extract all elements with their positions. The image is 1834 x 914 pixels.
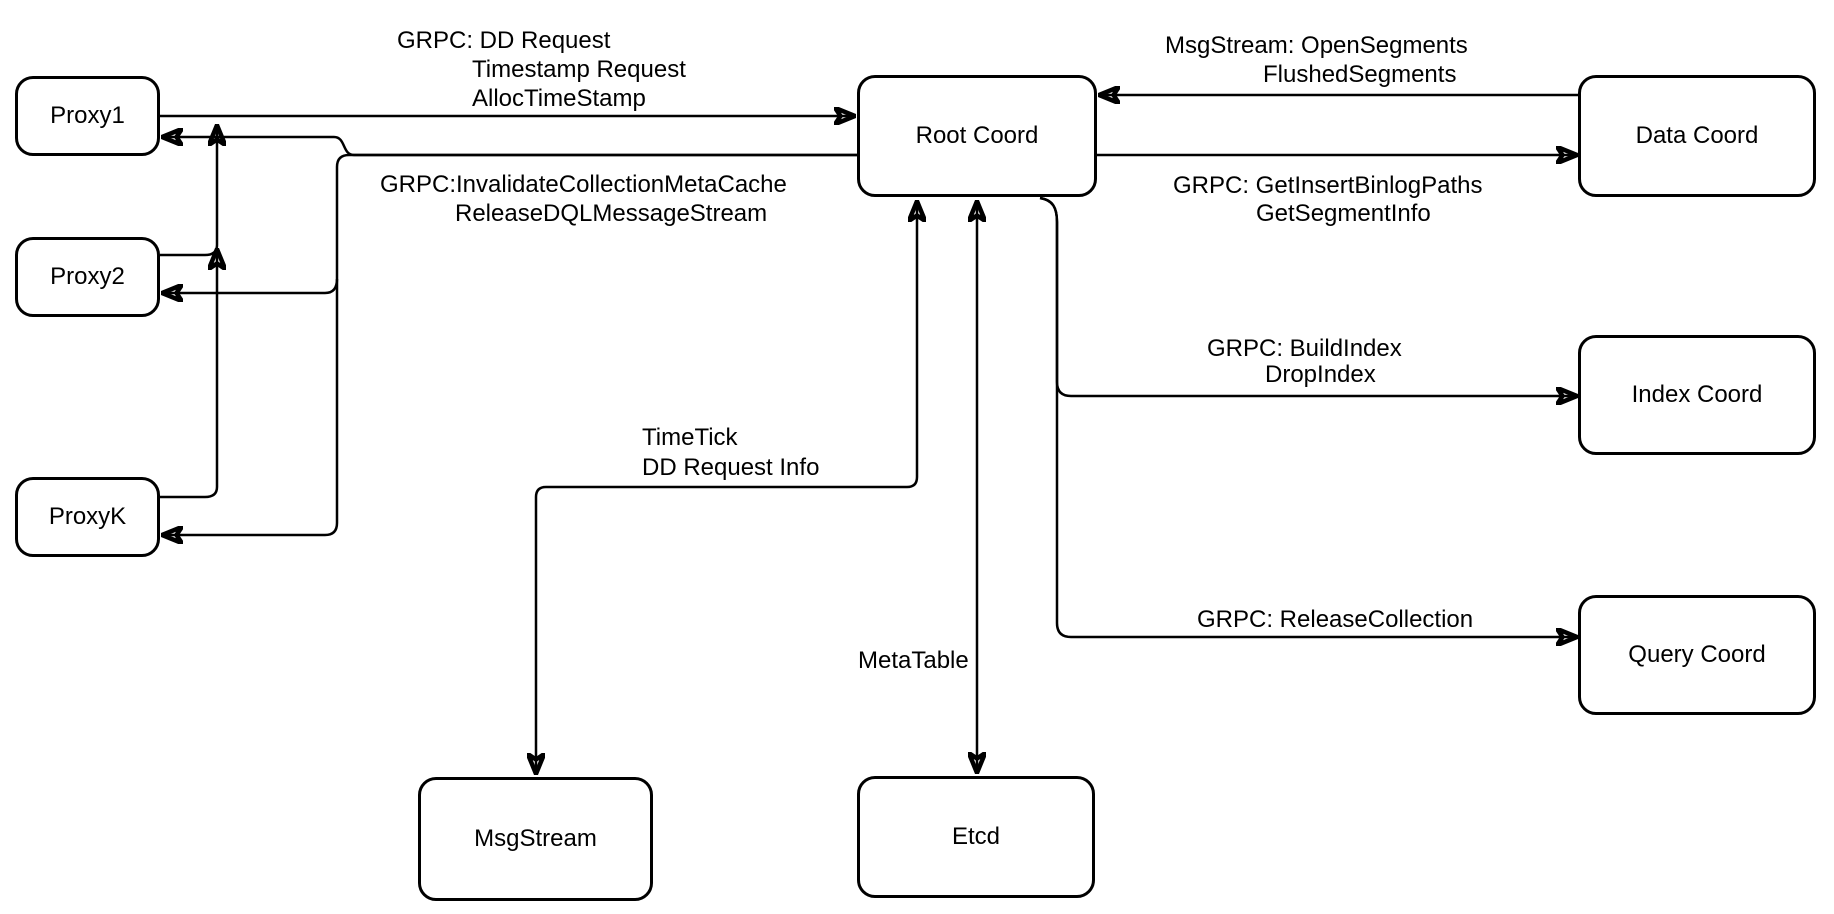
node-msgstream-label: MsgStream [474, 825, 597, 852]
edge-root-msgstream [536, 202, 917, 773]
edge-label-root-to-msgstream: TimeTick DD Request Info [642, 423, 819, 483]
edge-label-line: DD Request Info [642, 454, 820, 481]
edge-root-to-proxyk [163, 153, 857, 535]
edge-root-to-proxy1 [163, 137, 857, 157]
node-data-coord: Data Coord [1578, 75, 1816, 197]
node-proxyk: ProxyK [15, 477, 160, 557]
edge-label-root-to-query: GRPC: ReleaseCollection [1197, 605, 1473, 634]
edge-label-data-to-root: MsgStream: OpenSegments FlushedSegments [1165, 31, 1468, 89]
node-query-coord: Query Coord [1578, 595, 1816, 715]
node-proxy1-label: Proxy1 [50, 102, 125, 129]
edge-label-root-to-data: GRPC: GetInsertBinlogPaths GetSegmentInf… [1173, 172, 1482, 228]
edge-label-line: MsgStream: OpenSegments [1165, 32, 1468, 59]
edge-proxyk-merge-up [160, 250, 217, 499]
edge-proxy2-merge-up [160, 126, 217, 257]
edge-label-root-to-etcd: MetaTable [858, 646, 969, 675]
node-proxy2-label: Proxy2 [50, 263, 125, 290]
edge-label-root-to-index: GRPC: BuildIndex DropIndex [1207, 336, 1402, 388]
edge-root-to-query [1039, 196, 1576, 637]
edge-label-line: FlushedSegments [1263, 61, 1457, 88]
node-proxyk-label: ProxyK [48, 503, 127, 530]
node-msgstream: MsgStream [418, 777, 653, 901]
node-root-coord-label: Root Coord [915, 122, 1039, 149]
node-query-coord-label: Query Coord [1628, 641, 1766, 668]
node-root-coord: Root Coord [857, 75, 1097, 197]
edge-label-line: DropIndex [1265, 361, 1376, 388]
node-index-coord: Index Coord [1578, 335, 1816, 455]
node-proxy2: Proxy2 [15, 237, 160, 317]
edge-label-line: GRPC: ReleaseCollection [1197, 606, 1474, 633]
edge-label-line: ReleaseDQLMessageStream [455, 200, 768, 227]
node-data-coord-label: Data Coord [1635, 122, 1759, 149]
edge-label-line: GRPC: BuildIndex [1207, 335, 1402, 362]
node-index-coord-label: Index Coord [1631, 381, 1763, 408]
edge-label-line: Timestamp Request [472, 56, 686, 83]
edge-label-root-to-proxies: GRPC:InvalidateCollectionMetaCache Relea… [380, 170, 787, 228]
edge-label-line: AllocTimeStamp [472, 85, 646, 112]
edge-label-line: MetaTable [858, 647, 969, 674]
edge-label-proxy-to-root: GRPC: DD Request Timestamp Request Alloc… [397, 26, 686, 113]
edge-root-to-proxy2 [163, 278, 339, 293]
edge-label-line: GetSegmentInfo [1256, 200, 1431, 227]
node-etcd-label: Etcd [951, 823, 1001, 850]
edge-label-line: GRPC: GetInsertBinlogPaths [1173, 172, 1483, 199]
node-etcd: Etcd [857, 776, 1095, 898]
node-proxy1: Proxy1 [15, 76, 160, 156]
edge-label-line: GRPC: DD Request [397, 27, 611, 54]
edge-label-line: TimeTick [642, 424, 738, 451]
edge-label-line: GRPC:InvalidateCollectionMetaCache [380, 171, 787, 198]
